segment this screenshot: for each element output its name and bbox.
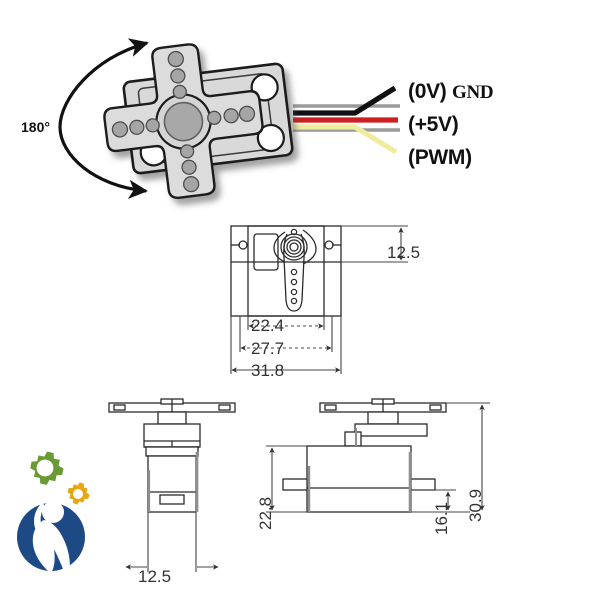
side-view-dimensions: [125, 512, 219, 572]
top-view-case-window: [253, 233, 279, 271]
horn-hole: [145, 118, 160, 133]
top-view-hole-right: [324, 240, 334, 250]
servo-horn: [103, 43, 264, 199]
top-view-horn-hole: [290, 297, 298, 305]
top-view-shoulder-right: [302, 229, 317, 265]
dimension-top-height-12-5: 12.5: [387, 243, 421, 262]
horn-hole: [172, 84, 187, 99]
horn-hole: [223, 108, 239, 124]
horn-hole: [129, 119, 145, 135]
rotation-angle-label: 180°: [21, 119, 50, 135]
dimension-front-height-22-8: 22.8: [256, 496, 275, 530]
side-view-drawing: [108, 398, 236, 513]
top-view-shaft-r2: [286, 239, 302, 255]
horn-hole: [238, 105, 256, 122]
front-view-dimensions: [266, 402, 490, 513]
dimension-front-height-16-1: 16.1: [432, 501, 451, 535]
horn-hole: [181, 159, 197, 175]
servo-illustration: [103, 43, 294, 199]
front-view-tab-left: [282, 478, 308, 491]
wire-label-power: (+5V): [408, 113, 459, 136]
wire-label-pwm: (PWM): [408, 146, 472, 169]
horn-hole: [111, 121, 129, 138]
horn-hole: [207, 110, 222, 125]
wire-black-gnd: [293, 85, 397, 116]
front-view-shaft-collar: [367, 411, 399, 425]
dimension-front-height-30-9: 30.9: [466, 488, 485, 522]
side-view-horn-tip-left: [113, 404, 126, 411]
top-view-shoulder-left: [273, 231, 286, 263]
top-view-horn-hole: [290, 228, 298, 236]
top-view-dimensions: [230, 225, 408, 374]
top-view-horn-hole: [290, 268, 298, 276]
top-view-drawing: [230, 225, 342, 317]
gear-small-icon: [67, 482, 90, 505]
front-view-top-plate: [354, 423, 428, 437]
front-view-main-case: [306, 445, 412, 513]
mounting-hole-bottom-right: [256, 123, 285, 153]
dimension-top-width-31-8: 31.8: [251, 361, 285, 380]
side-view-horn-tip-right: [218, 404, 231, 411]
dimension-top-width-27-7: 27.7: [251, 339, 285, 358]
front-view-horn-tip-right: [429, 404, 442, 411]
company-logo: [17, 451, 90, 572]
rotation-arrow: [58, 38, 149, 199]
front-view-drawing: [282, 398, 447, 513]
top-view-shaft-r1: [289, 242, 299, 252]
horn-output-shaft: [163, 101, 204, 142]
horn-hole: [179, 144, 195, 159]
top-view-horn-hole: [290, 278, 298, 286]
gear-large-icon: [30, 451, 64, 485]
wire-yellow-pwm: [293, 124, 398, 155]
top-view-horn-hole: [290, 288, 298, 296]
horn-hole: [167, 50, 184, 68]
dimension-side-width-12-5: 12.5: [138, 567, 172, 586]
horn-hole: [170, 68, 186, 84]
dimension-top-width-22-4: 22.4: [251, 316, 285, 335]
side-view-mid-band: [145, 446, 199, 457]
top-view-shaft-r4: [280, 233, 308, 261]
logo-figure-icon: [32, 501, 70, 572]
front-view-tab-right: [410, 478, 436, 491]
side-view-shaft-collar: [157, 411, 187, 425]
side-view-bottom-detail: [159, 494, 185, 505]
top-view-hole-left: [238, 240, 248, 250]
top-view-body: [247, 225, 325, 317]
horn-hole: [182, 175, 200, 193]
wire-label-gnd: (0V) GND: [408, 80, 494, 103]
front-view-boss: [344, 431, 362, 447]
front-view-horn-tip-left: [324, 404, 337, 411]
servo-wire-bundle: [293, 85, 400, 155]
top-view-horn-arm: [283, 233, 305, 312]
